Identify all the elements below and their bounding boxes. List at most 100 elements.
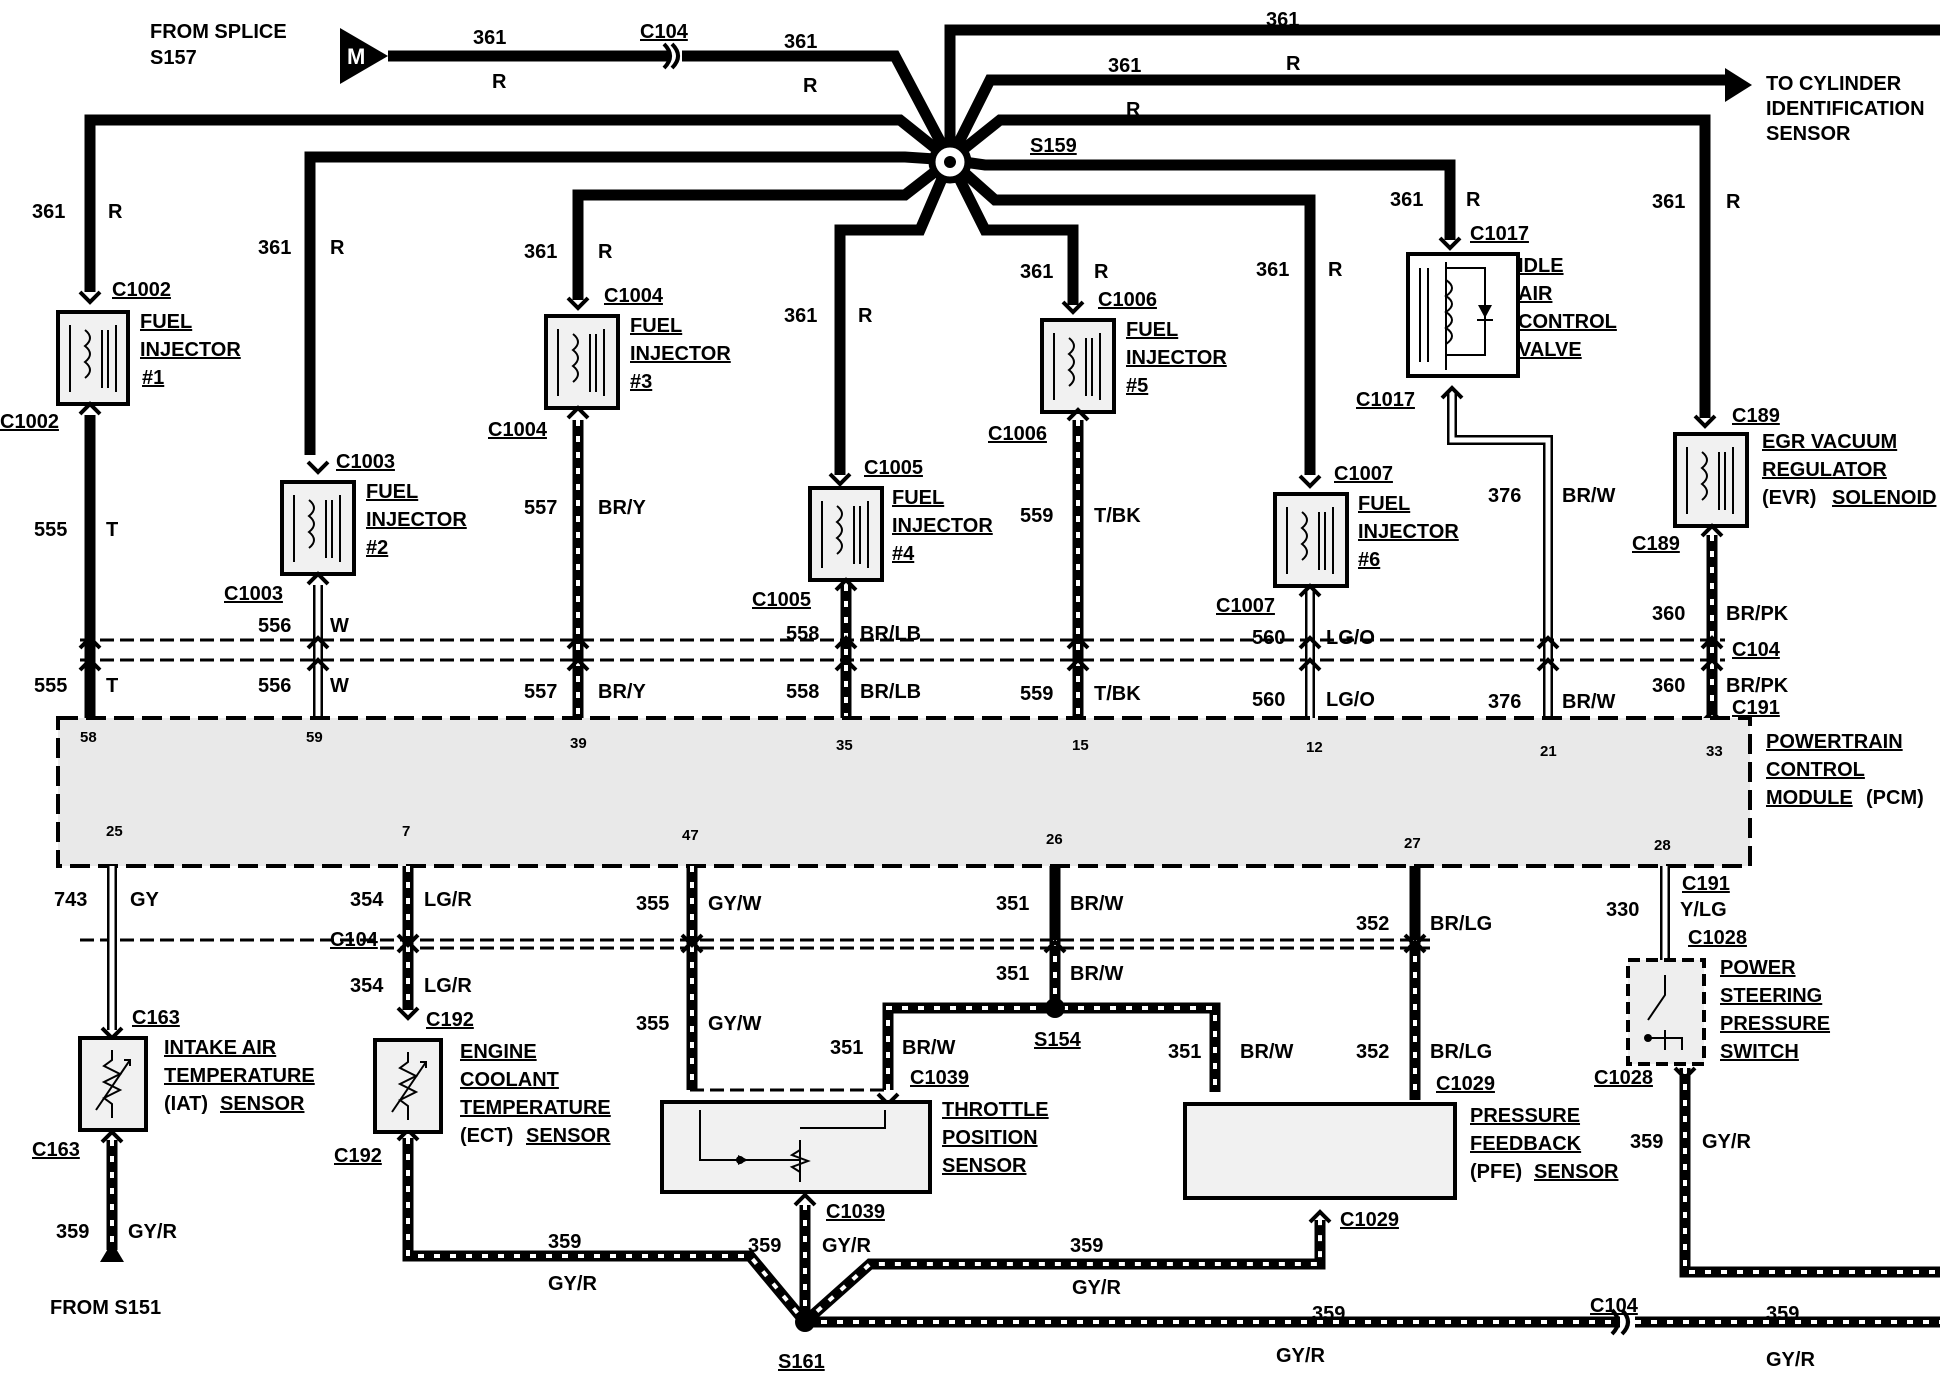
connector-label: C192 [426,1009,474,1031]
component-label: (IAT) [164,1093,208,1115]
wire-label: LG/R [424,889,472,911]
wire-label: BR/W [1240,1041,1293,1063]
component-label: INJECTOR [140,339,241,361]
wire-label: GY [130,889,160,911]
wire-label: 361 [1266,9,1299,31]
wire-label: 359 [748,1235,781,1257]
wire-label: 351 [996,963,1029,985]
wire-361-inj3 [572,155,954,300]
splice-m-letter: M [347,44,365,69]
wire-label: 556 [258,615,291,637]
wire-label: 352 [1356,1041,1389,1063]
component-label: FUEL [1126,319,1178,341]
wire-361-inj1 [84,114,954,292]
from-s151-label: FROM S151 [50,1297,161,1319]
splice-s154-dot [1045,998,1065,1018]
fuel-injector-4 [808,472,884,592]
wire-361-inj5 [945,157,1079,305]
wire-359-ect [406,1138,807,1324]
component-label: INJECTOR [892,515,993,537]
component-label: THROTTLE [942,1099,1049,1121]
connector-label: C1002 [0,411,59,433]
hub-wires [84,24,1940,475]
to-cid-label: TO CYLINDER [1766,73,1902,95]
wire-361-evr [1000,114,1711,418]
wire-label: 559 [1020,505,1053,527]
wire-label: GY/R [1072,1277,1121,1299]
wire-label: 555 [34,675,67,697]
component-label: SENSOR [1534,1161,1619,1183]
to-cid-label: SENSOR [1766,123,1851,145]
connector-c104-top [662,42,680,70]
connector-label: C1028 [1688,927,1747,949]
from-splice-label: FROM SPLICE [150,21,287,43]
wire-359-pfe [803,1220,1322,1324]
splice-m-triangle [340,28,388,84]
component-label: SENSOR [220,1093,305,1115]
pcm-pin: 25 [106,823,123,840]
wire-label: BR/LB [860,623,921,645]
wire-361-feed-b [682,50,955,163]
wire-361-top-right [944,24,1940,160]
wire-label: 558 [786,681,819,703]
component-label: (PCM) [1866,787,1924,809]
power-steering-pressure-switch [1626,958,1706,1066]
connector-label: C163 [132,1007,180,1029]
feed-from-s157: M [340,28,955,163]
splice-s161-dot [795,1312,815,1332]
fuel-injector-6 [1273,474,1349,598]
wire-label: 376 [1488,485,1521,507]
component-label: FEEDBACK [1470,1133,1582,1155]
pcm-pin: 59 [306,729,323,746]
wire-label: 376 [1488,691,1521,713]
wire-label: 361 [1020,261,1053,283]
from-s151-arrow [100,1242,124,1262]
ect-sensor [373,1038,443,1134]
wire-label: GY/W [708,1013,761,1035]
component-label: AIR [1518,283,1553,305]
connector-label: C1039 [910,1067,969,1089]
connector-label: C1004 [604,285,664,307]
connector-label: C104 [1590,1295,1639,1317]
connector-label: C1006 [988,423,1047,445]
pcm-pin: 35 [836,737,853,754]
connector-label: C191 [1732,697,1780,719]
wire-label: 361 [784,305,817,327]
connector-label: C104 [330,929,379,951]
wire-label: R [1094,261,1109,283]
component-label: CONTROL [1766,759,1865,781]
connector-label: C1003 [224,583,283,605]
component-label: FUEL [1358,493,1410,515]
component-label: POSITION [942,1127,1038,1149]
wire-label: R [1286,53,1301,75]
wire-label: T/BK [1094,505,1141,527]
wire-label: T [106,675,118,697]
fuel-injector-3 [544,296,620,420]
component-label: IDLE [1518,255,1564,277]
component-label: #4 [892,543,915,565]
connector-label: C1007 [1216,595,1275,617]
wire-label: 361 [473,27,506,49]
from-splice-id: S157 [150,47,197,69]
pcm-pin: 26 [1046,831,1063,848]
connector-label: C1017 [1356,389,1415,411]
component-label: REGULATOR [1762,459,1887,481]
iat-sensor [78,1036,148,1132]
component-label: #5 [1126,375,1148,397]
fuel-injector-1 [56,290,130,416]
component-label: (EVR) [1762,487,1816,509]
component-label: VALVE [1518,339,1582,361]
connector-label: C189 [1632,533,1680,555]
wire-label: W [330,615,349,637]
connector-label: C104 [640,21,689,43]
wire-361-inj4 [834,157,956,475]
wire-label: 354 [350,889,384,911]
splice-s161-label: S161 [778,1351,825,1373]
wire-label: 361 [1108,55,1141,77]
component-label: POWER [1720,957,1796,979]
wire-label: R [1328,259,1343,281]
wire-label: 355 [636,1013,669,1035]
connector-label: C192 [334,1145,382,1167]
wire-label: 556 [258,675,291,697]
component-label: SOLENOID [1832,487,1936,509]
